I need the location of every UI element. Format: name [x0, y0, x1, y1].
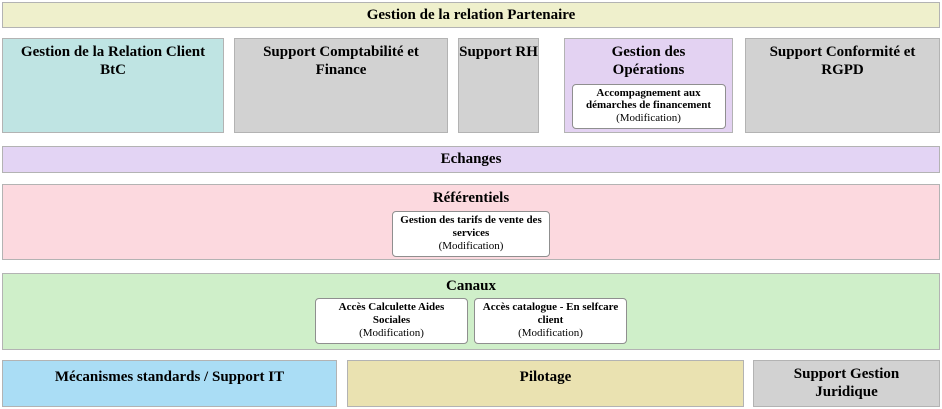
card-accompagnement-financement: Accompagnement aux démarches de financem…: [571, 83, 726, 130]
card-status: (Modification): [616, 112, 681, 125]
box-gestion-des-operations: Gestion des Opérations Accompagnement au…: [564, 38, 733, 133]
card-title: Gestion des tarifs de vente des services: [400, 214, 542, 240]
box-label: Mécanismes standards / Support IT: [54, 369, 285, 385]
card-title: Accès catalogue - En selfcare client: [482, 301, 619, 327]
box-label: Gestion des Opérations: [611, 44, 686, 79]
box-label: Support Gestion Juridique: [793, 366, 900, 401]
box-support-gestion-juridique: Support Gestion Juridique: [753, 360, 940, 407]
box-gestion-relation-client-btc: Gestion de la Relation Client BtC: [2, 38, 224, 133]
band-relation-partenaire: Gestion de la relation Partenaire: [2, 2, 940, 28]
band-label: Canaux: [445, 278, 497, 294]
card-title: Accompagnement aux démarches de financem…: [585, 86, 712, 112]
box-support-conformite-rgpd: Support Conformité et RGPD: [745, 38, 940, 133]
canaux-cards: Accès Calculette Aides Sociales (Modific…: [3, 298, 939, 344]
band-label: Référentiels: [432, 190, 510, 206]
box-label: Support Conformité et RGPD: [769, 44, 916, 79]
card-status: (Modification): [438, 240, 504, 253]
card-status: (Modification): [518, 327, 583, 340]
box-label: Support Comptabilité et Finance: [263, 44, 419, 79]
card-gestion-tarifs-vente-services: Gestion des tarifs de vente des services…: [392, 211, 550, 257]
band-canaux: Canaux Accès Calculette Aides Sociales (…: [2, 273, 940, 350]
box-support-rh: Support RH: [458, 38, 539, 133]
card-status: (Modification): [359, 327, 424, 340]
box-label: Gestion de la Relation Client BtC: [20, 44, 206, 79]
card-acces-calculette-aides-sociales: Accès Calculette Aides Sociales (Modific…: [315, 298, 468, 344]
box-pilotage: Pilotage: [347, 360, 744, 407]
box-label: Support RH: [459, 44, 538, 60]
box-mecanismes-standards-support-it: Mécanismes standards / Support IT: [2, 360, 337, 407]
band-label: Echanges: [440, 151, 502, 168]
diagram-title: Gestion de la relation Partenaire: [366, 6, 576, 23]
card-title: Accès Calculette Aides Sociales: [338, 301, 445, 327]
band-referentiels: Référentiels Gestion des tarifs de vente…: [2, 184, 940, 260]
box-label: Pilotage: [519, 369, 572, 385]
card-acces-catalogue-selfcare-client: Accès catalogue - En selfcare client (Mo…: [474, 298, 627, 344]
box-support-comptabilite-finance: Support Comptabilité et Finance: [234, 38, 448, 133]
band-echanges: Echanges: [2, 146, 940, 173]
